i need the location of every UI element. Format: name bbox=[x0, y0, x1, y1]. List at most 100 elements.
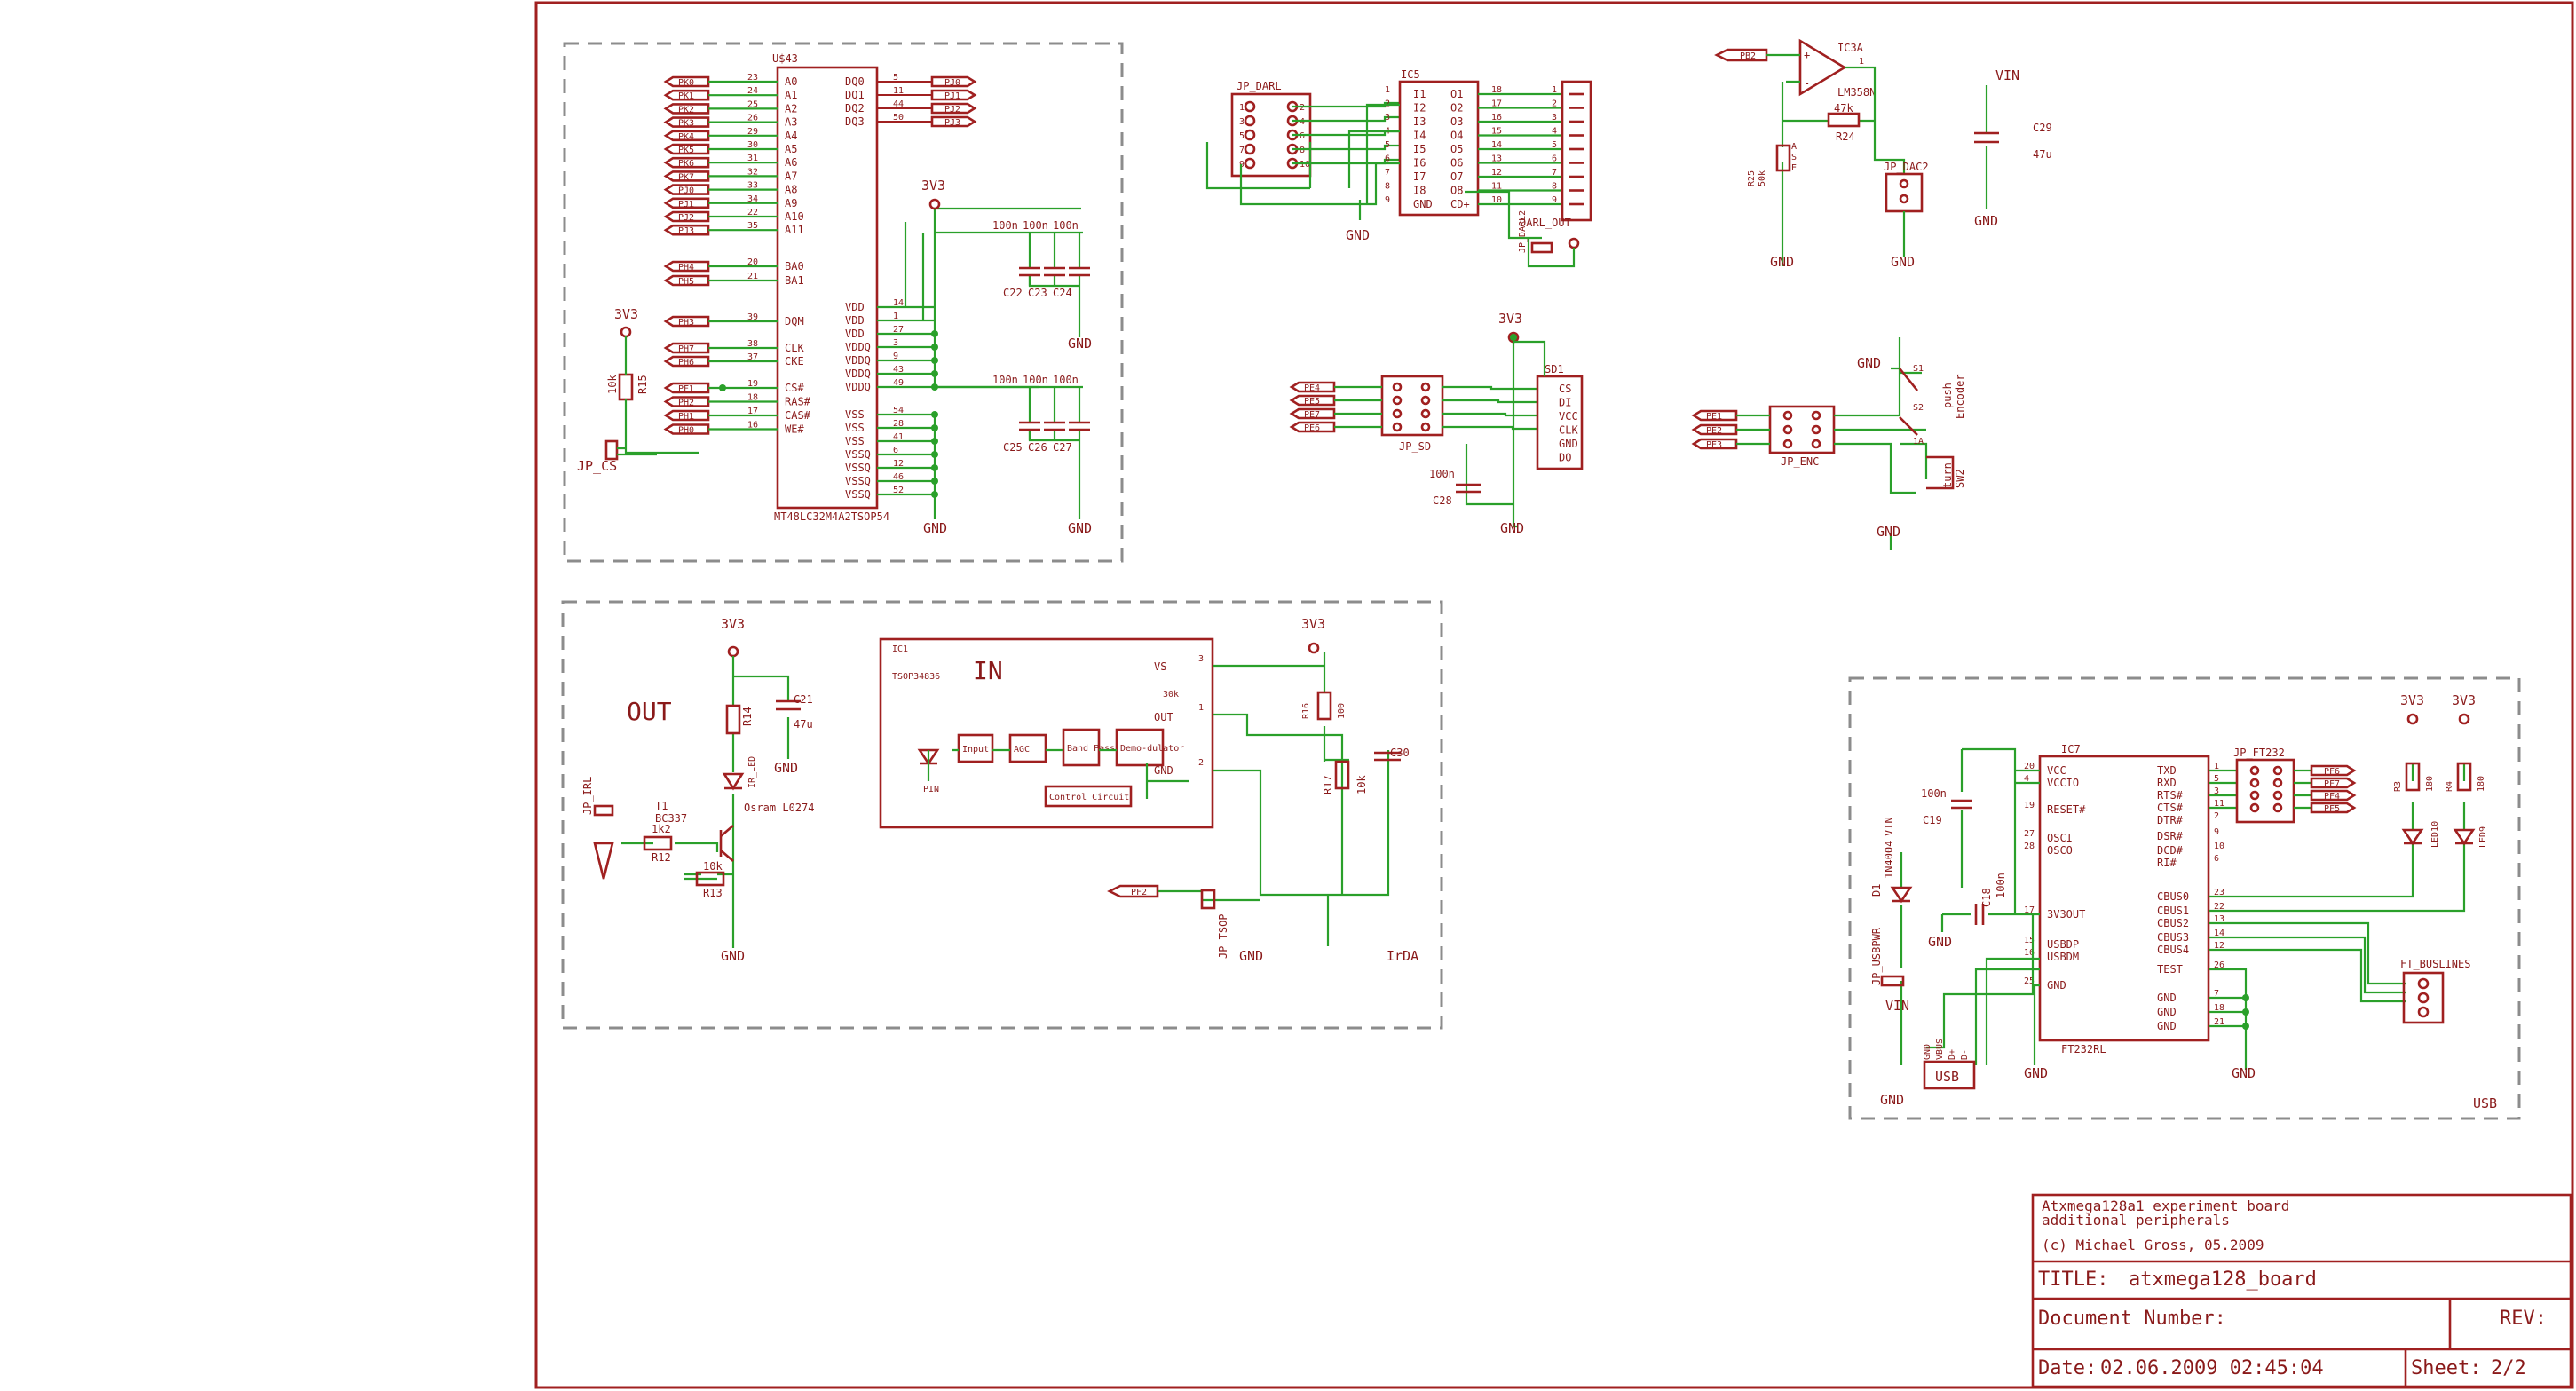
sdram-vss-name-5: VSSQ bbox=[845, 475, 871, 487]
sdram-name-ba1: BA1 bbox=[785, 274, 804, 287]
tsop-block-label-2: Band Pass bbox=[1067, 744, 1115, 754]
sdram-vss-pin-3: 6 bbox=[893, 446, 898, 455]
ir-led-ref: IR_LED bbox=[747, 756, 757, 788]
usb-wires bbox=[1900, 747, 2466, 1070]
sdram-net-clk1: PH6 bbox=[678, 358, 694, 368]
sdram-dq-net-2-flag bbox=[930, 102, 977, 115]
title-block: Atxmega128a1 experiment board additional… bbox=[2031, 1193, 2572, 1388]
sd-hdr-l1 bbox=[1392, 395, 1403, 406]
pb2-net: PB2 bbox=[1740, 51, 1756, 61]
jp-sd-header bbox=[1380, 375, 1444, 437]
r25-a: A bbox=[1791, 142, 1797, 152]
r15-ref: R15 bbox=[636, 375, 649, 394]
cap-val-0-1: 100n bbox=[1023, 219, 1048, 232]
cs-3v3-label: 3V3 bbox=[614, 306, 638, 322]
tb-copyright: (c) Michael Gross, 05.2009 bbox=[2042, 1237, 2264, 1253]
enc-hdr-l0 bbox=[1782, 410, 1793, 421]
c21-gnd-label: GND bbox=[774, 760, 798, 776]
ft-right-pin-13: 26 bbox=[2214, 960, 2224, 970]
ft-hdr-l1 bbox=[2249, 778, 2260, 788]
sd-sig-wire-2 bbox=[1442, 412, 1537, 417]
tb-sheet-value: 2/2 bbox=[2491, 1357, 2526, 1379]
darl-jp2-label: JP_DARL2 bbox=[1518, 210, 1528, 253]
enc-1a: 1A bbox=[1913, 437, 1924, 447]
darl-wires bbox=[1205, 103, 1576, 268]
r16-val: 100 bbox=[1337, 703, 1347, 719]
sdram-vss-name-3: VSSQ bbox=[845, 448, 871, 461]
ft-left-name-4: OSCO bbox=[2047, 844, 2073, 857]
sdram-vdd-name-3: VDDQ bbox=[845, 341, 871, 353]
sdram-pin-addr8: 33 bbox=[747, 181, 758, 191]
enc-net-0: PE1 bbox=[1706, 412, 1722, 422]
sheet-frame bbox=[534, 1, 2574, 1389]
sdram-net-clk0: PH7 bbox=[678, 344, 694, 354]
sdram-vss-name-2: VSS bbox=[845, 435, 865, 447]
ft-right-name-16: GND bbox=[2157, 1020, 2177, 1032]
sdram-name-addr2: A2 bbox=[785, 102, 797, 115]
sdram-vdd-pin-6: 49 bbox=[893, 378, 904, 388]
sdram-net-ctrl0: PF1 bbox=[678, 384, 694, 394]
r24-resistor bbox=[1827, 112, 1861, 128]
darl-conn-num-1: 2 bbox=[1552, 99, 1557, 109]
sdram-net-addr9: PJ1 bbox=[678, 200, 694, 209]
ft-right-pin-0: 1 bbox=[2214, 762, 2219, 771]
tb-desc-2: additional peripherals bbox=[2042, 1212, 2230, 1229]
ic5-in-name-7: I8 bbox=[1413, 185, 1426, 197]
usb-connector-label: USB bbox=[1935, 1069, 1959, 1085]
jp-dac2-pin1 bbox=[1899, 178, 1909, 189]
ft-right-name-6: DCD# bbox=[2157, 844, 2184, 857]
r25-ref: R25 bbox=[1747, 170, 1757, 186]
sdram-net-addr5: PK5 bbox=[678, 146, 694, 155]
sdram-vdd-pin-3: 3 bbox=[893, 338, 898, 348]
ft-right-pin-1: 5 bbox=[2214, 774, 2219, 784]
ic5-out-name-7: O8 bbox=[1450, 185, 1463, 197]
jp-darl-label: JP_DARL bbox=[1237, 80, 1282, 92]
tb-desc-1: Atxmega128a1 experiment board bbox=[2042, 1197, 2289, 1214]
ft-right-pin-2: 3 bbox=[2214, 786, 2219, 796]
ic5-in-pin-8: 9 bbox=[1385, 195, 1390, 205]
tsop-pin-out: 1 bbox=[1198, 703, 1204, 713]
tsop-gnd: GND bbox=[1154, 764, 1173, 777]
r12-resistor bbox=[643, 835, 673, 851]
sdram-net-dqm: PH3 bbox=[678, 318, 694, 328]
jp-irl-header bbox=[593, 804, 614, 817]
sdram-cap-gnd-label-top: GND bbox=[1068, 336, 1092, 352]
cap-1-1 bbox=[1044, 421, 1065, 431]
jp-dac2-pin2 bbox=[1899, 194, 1909, 204]
sdram-dq-name-0: DQ0 bbox=[845, 75, 865, 88]
ic5-out-pin-6: 12 bbox=[1491, 168, 1502, 178]
sdram-net-addr3: PK3 bbox=[678, 119, 694, 129]
ft-right-name-13: TEST bbox=[2157, 963, 2183, 976]
sdram-vdd-bus bbox=[904, 207, 1081, 389]
enc-gnd-bottom: GND bbox=[1877, 524, 1900, 540]
sdram-vss-name-1: VSS bbox=[845, 422, 865, 434]
darl-conn-num-6: 7 bbox=[1552, 168, 1557, 178]
ft-left-pin-0: 20 bbox=[2024, 762, 2035, 771]
led10-ref: LED10 bbox=[2430, 821, 2440, 848]
tsop-block-1 bbox=[1008, 733, 1047, 763]
ft-bus-pin2 bbox=[2417, 992, 2430, 1004]
sdram-net-ctrl1: PH2 bbox=[678, 399, 694, 408]
opamp-plus: + bbox=[1804, 49, 1810, 61]
sdram-pin-addr1: 24 bbox=[747, 86, 758, 96]
sdram-gnd-label: GND bbox=[923, 520, 947, 536]
ic5-out-name-4: O5 bbox=[1450, 143, 1463, 155]
tsop-pin-vs: 3 bbox=[1198, 654, 1204, 664]
sd-hdr-l2 bbox=[1392, 408, 1403, 419]
enc-switch-symbols bbox=[1898, 368, 1955, 490]
enc-encoder: Encoder bbox=[1954, 374, 1966, 419]
cs-wires bbox=[617, 336, 699, 456]
ic5-out-pin-1: 17 bbox=[1491, 99, 1502, 109]
pf2-net: PF2 bbox=[1131, 888, 1147, 897]
led9-ref: LED9 bbox=[2478, 826, 2488, 848]
usb-3v3-b: 3V3 bbox=[2452, 692, 2476, 708]
sdram-vdd-pin-4: 9 bbox=[893, 352, 898, 361]
sdram-dq-name-3: DQ3 bbox=[845, 115, 865, 128]
tsop-block-label-0: Input bbox=[962, 745, 989, 755]
ir-in-3v3-label: 3V3 bbox=[1301, 616, 1325, 632]
ft-right-pin-6: 10 bbox=[2214, 842, 2224, 851]
enc-turn: turn bbox=[1941, 462, 1954, 488]
sdram-group-box bbox=[563, 42, 1124, 563]
